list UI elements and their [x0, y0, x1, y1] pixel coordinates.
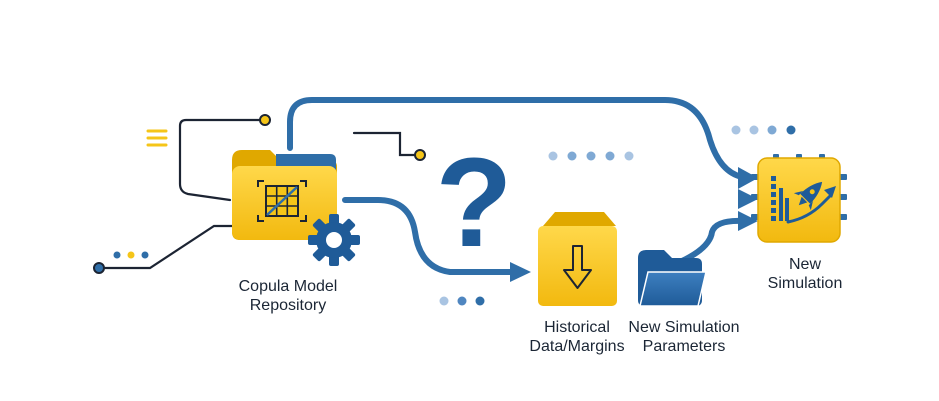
arrow-repository-to-historical [342, 197, 515, 275]
arrowhead-mid-right [738, 189, 758, 209]
arrowhead-top [738, 167, 758, 189]
folder-grid-icon [232, 150, 337, 240]
left-connector-lines [98, 118, 420, 270]
historical-data-label-line1: Historical [544, 319, 610, 336]
archive-box-down-arrow-icon [538, 212, 617, 306]
new-simulation-label: New Simulation [755, 255, 855, 293]
connector-line-bottom [98, 224, 234, 270]
copula-repository-label-line2: Repository [249, 297, 327, 314]
rocket-chip-icon [751, 154, 847, 243]
copula-repository-label-line1: Copula Model [238, 278, 338, 295]
arrowhead-middle [510, 262, 531, 282]
arrow-repository-to-simulation [287, 97, 745, 180]
yellow-lines-icon [146, 129, 168, 147]
historical-data-label-line2: Data/Margins [529, 338, 625, 355]
arrowhead-bottom [738, 211, 758, 231]
connector-node-dark-bottom [93, 262, 105, 274]
simulation-parameters-label: New Simulation Parameters [628, 318, 740, 356]
copula-repository-label: Copula Model Repository [228, 277, 348, 315]
connector-line-top [178, 118, 264, 202]
new-simulation-label-line2: Simulation [767, 275, 843, 292]
historical-data-label: Historical Data/Margins [525, 318, 629, 356]
dots-center [548, 151, 634, 161]
simulation-parameters-label-line2: Parameters [642, 338, 726, 355]
blue-folder-icon [638, 250, 707, 307]
connector-node-yellow-top [259, 114, 271, 126]
gear-icon [308, 214, 360, 266]
flow-arrows [287, 97, 745, 275]
simulation-parameters-label-line1: New Simulation [628, 319, 740, 336]
arrow-parameters-to-simulation [677, 217, 745, 265]
dots-right [731, 125, 796, 135]
new-simulation-label-line1: New [788, 256, 821, 273]
connector-node-yellow-mid [414, 149, 426, 161]
dots-left [113, 251, 149, 259]
connector-line-mid [352, 131, 420, 157]
question-mark: ? [436, 132, 513, 273]
dots-bottom [439, 296, 485, 306]
